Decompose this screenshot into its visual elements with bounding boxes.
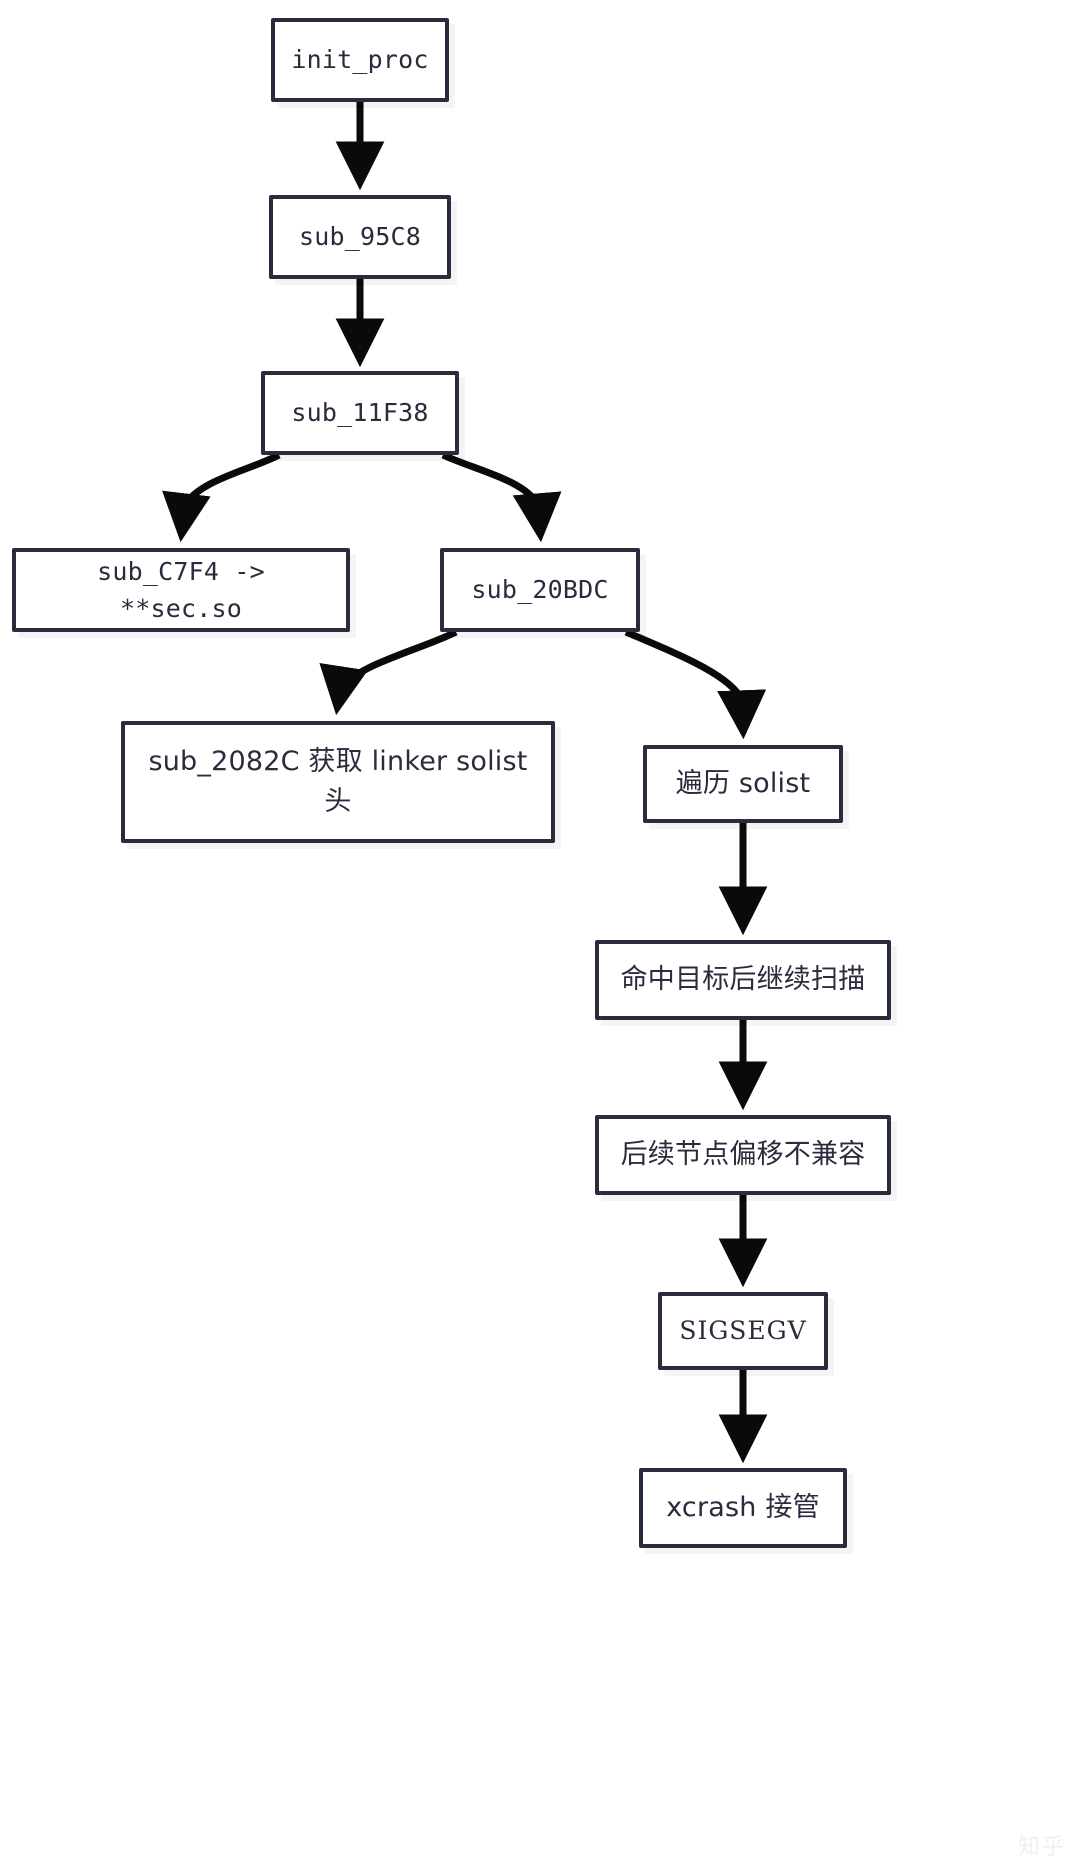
edge-sub_11F38-sub_C7F4 xyxy=(162,451,281,543)
node-offset-incompatible[interactable]: 后续节点偏移不兼容 xyxy=(595,1115,891,1195)
node-init-proc[interactable]: init_proc xyxy=(271,18,449,102)
node-sub-95c8[interactable]: sub_95C8 xyxy=(269,195,451,279)
edge-sub_20BDC-walk xyxy=(624,628,767,740)
node-sub-c7f4[interactable]: sub_C7F4 -> **sec.so xyxy=(12,548,350,632)
node-sub-20bdc[interactable]: sub_20BDC xyxy=(440,548,640,632)
node-xcrash-takeover[interactable]: xcrash 接管 xyxy=(639,1468,847,1548)
node-sigsegv[interactable]: SIGSEGV xyxy=(658,1292,828,1370)
watermark: 知乎 xyxy=(1017,1835,1066,1860)
edge-sub_20BDC-sub_2082C xyxy=(319,628,458,716)
node-sub-11f38[interactable]: sub_11F38 xyxy=(261,371,459,455)
node-continue-scan[interactable]: 命中目标后继续扫描 xyxy=(595,940,891,1020)
node-sub-2082c[interactable]: sub_2082C 获取 linker solist 头 xyxy=(121,721,555,843)
node-walk-solist[interactable]: 遍历 solist xyxy=(643,745,843,823)
edge-sub_11F38-sub_20BDC xyxy=(441,451,562,543)
